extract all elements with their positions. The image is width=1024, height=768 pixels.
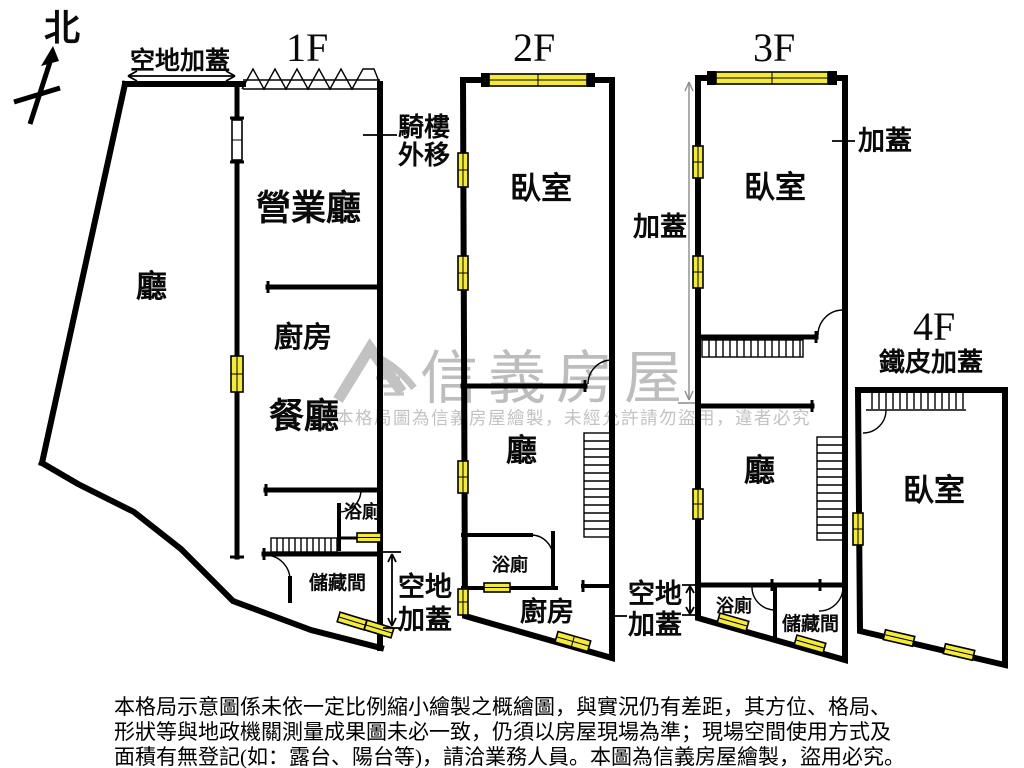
addition-label: 加蓋 — [633, 212, 687, 242]
floor-4f-title: 4F — [913, 304, 955, 349]
compass: 北 — [13, 8, 80, 125]
room-label-kitchen: 廚房 — [274, 320, 332, 354]
room-label-hall: 廳 — [506, 433, 537, 468]
window-icon — [457, 588, 469, 616]
room-label-bedroom: 臥室 — [744, 170, 806, 205]
door-arc — [862, 409, 887, 434]
arcade-label: 外移 — [398, 141, 450, 170]
window-icon — [483, 582, 511, 593]
door-arc — [530, 359, 613, 558]
dimension-top — [127, 70, 236, 82]
window-icon — [692, 255, 704, 289]
open-area-label: 加蓋 — [398, 605, 452, 635]
dimension-addition-left: 加蓋 — [633, 81, 700, 404]
wall-segment — [695, 75, 848, 664]
dimension-open-area-3f: 空地 加蓋 — [612, 578, 698, 640]
wall-segment — [37, 458, 385, 652]
open-area-label: 加蓋 — [628, 610, 682, 640]
disclaimer-line: 本格局示意圖係未依一定比例縮小繪製之概繪圖，與實況仍有差距，其方位、格局、 — [114, 695, 891, 719]
disclaimer-line: 形狀等與地政機關測量成果圖未必一致，仍須以房屋現場為準；現場空間使用方式及 — [114, 720, 891, 744]
window-icon — [363, 619, 395, 639]
stairs-3f-upper — [701, 339, 804, 358]
wall-segment — [854, 387, 1008, 669]
room-label-bedroom: 臥室 — [903, 473, 965, 508]
room-label-business-hall: 營業廳 — [256, 189, 361, 228]
door-arc — [264, 489, 362, 580]
window-icon — [692, 145, 704, 179]
floor-1f: 1F 空地加蓋 — [37, 25, 452, 652]
watermark-notice: 本格局圖為信義房屋繪製，未經允許請勿盜用，違者必究 — [336, 408, 811, 428]
compass-tick — [13, 85, 61, 105]
window-icon — [336, 611, 368, 631]
window-icon — [481, 73, 595, 87]
window-icon — [793, 634, 827, 654]
floor-4f: 4F 鐵皮加蓋 臥室 — [852, 304, 1008, 669]
floor-4f-walls — [854, 387, 1008, 669]
window-icon — [692, 488, 704, 520]
disclaimer-line: 面積有無登記(如：露台、陽台等)，請洽業務人員。本圖為信義房屋繪製，盜用必究。 — [114, 745, 905, 768]
open-area-label: 空地 — [398, 571, 452, 602]
addition-label: 加蓋 — [858, 126, 912, 156]
room-label-storage: 儲藏間 — [782, 612, 839, 635]
room-label-storage: 儲藏間 — [309, 571, 366, 594]
compass-north-label: 北 — [44, 8, 80, 48]
window-icon — [882, 628, 916, 648]
disclaimer: 本格局示意圖係未依一定比例縮小繪製之概繪圖，與實況仍有差距，其方位、格局、 形狀… — [114, 695, 905, 768]
arcade-label: 騎樓 — [398, 112, 450, 142]
window-icon — [230, 355, 244, 393]
room-label-hall: 廳 — [136, 269, 167, 304]
open-area-top-label: 空地加蓋 — [130, 46, 230, 75]
window-icon — [554, 630, 592, 653]
stairs-2f — [583, 432, 611, 538]
room-label-bath: 浴廁 — [344, 501, 380, 522]
open-area-label: 空地 — [628, 578, 682, 609]
room-label-dining: 餐廳 — [269, 397, 339, 436]
arcade-zigzag — [241, 67, 381, 91]
door-arc — [751, 309, 844, 612]
window-icon — [457, 152, 469, 188]
floor-3f-title: 3F — [753, 25, 795, 70]
room-label-bath: 浴廁 — [492, 554, 528, 575]
wall-cap — [230, 116, 244, 559]
room-label-hall: 廳 — [744, 453, 775, 488]
window-icon — [457, 255, 469, 291]
floor-3f: 3F 加蓋 加蓋 — [612, 25, 912, 664]
dimension-open-area-1f: 空地 加蓋 — [383, 551, 452, 635]
stairs-4f — [866, 393, 966, 411]
window-icon — [716, 612, 750, 632]
stairs-3f-lower — [816, 436, 845, 541]
room-label-kitchen: 廚房 — [520, 596, 574, 627]
sinyi-logo-icon — [333, 338, 417, 403]
wall-cap — [770, 579, 822, 591]
floor-4f-subtitle: 鐵皮加蓋 — [879, 348, 983, 377]
window-icon — [457, 460, 469, 494]
window-icon — [356, 532, 382, 543]
floor-2f: 2F — [457, 25, 615, 662]
arcade-callout: 騎樓 外移 — [363, 112, 450, 170]
watermark-brand: 信義房屋 — [420, 346, 692, 411]
floor-3f-walls — [695, 75, 848, 664]
room-label-bath: 浴廁 — [716, 595, 752, 616]
wall-segment — [38, 80, 129, 467]
north-arrowhead-icon — [41, 46, 59, 66]
window-icon — [852, 512, 864, 546]
stairs-1f — [270, 537, 338, 553]
floor-1f-title: 1F — [286, 25, 328, 70]
window-icon — [707, 71, 837, 85]
floor-1f-walls — [37, 67, 385, 652]
window-icon — [231, 119, 243, 161]
floor-2f-title: 2F — [513, 25, 555, 70]
window-icon — [942, 642, 976, 662]
room-label-bedroom: 臥室 — [510, 171, 572, 206]
